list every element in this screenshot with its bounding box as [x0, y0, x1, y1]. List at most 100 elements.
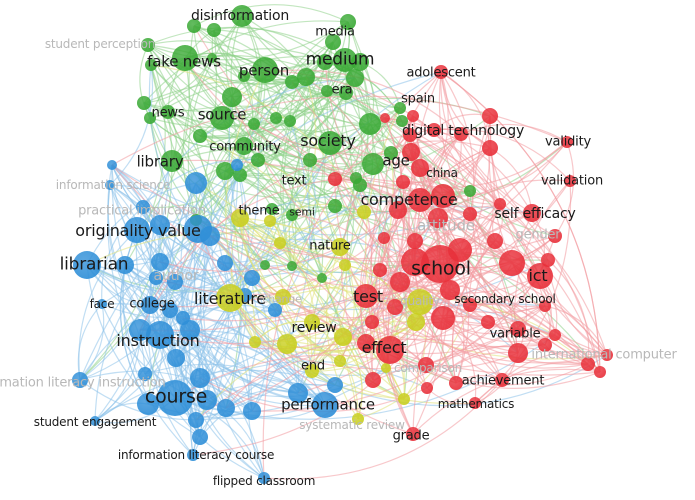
network-node-red[interactable]: [357, 334, 375, 352]
network-node-green[interactable]: [172, 45, 198, 71]
keyword-label-fake-news[interactable]: fake news: [147, 52, 221, 71]
network-node-red[interactable]: [378, 232, 390, 244]
network-node-red[interactable]: [564, 175, 576, 187]
network-node-blue[interactable]: [217, 255, 233, 271]
network-node-yellow[interactable]: [352, 413, 364, 425]
network-node-red[interactable]: [421, 382, 433, 394]
network-node-blue[interactable]: [327, 377, 343, 393]
network-node-yellow[interactable]: [231, 209, 249, 227]
network-node-yellow[interactable]: [275, 289, 291, 305]
network-node-blue[interactable]: [105, 180, 115, 190]
network-node-green[interactable]: [187, 19, 201, 33]
network-node-yellow[interactable]: [216, 284, 244, 312]
network-node-blue[interactable]: [188, 412, 204, 428]
network-node-red[interactable]: [431, 184, 455, 208]
network-node-red[interactable]: [403, 128, 417, 142]
keyword-label-systematic-review[interactable]: systematic review: [299, 418, 405, 432]
network-node-blue[interactable]: [116, 256, 134, 274]
network-node-yellow[interactable]: [277, 334, 297, 354]
keyword-label-course[interactable]: course: [144, 385, 208, 408]
network-node-green[interactable]: [144, 112, 156, 124]
keyword-label-test[interactable]: test: [353, 287, 383, 306]
keyword-label-end[interactable]: end: [301, 358, 325, 374]
keyword-label-spain[interactable]: spain: [401, 91, 435, 107]
network-node-green[interactable]: [252, 57, 278, 83]
keyword-label-mathematics[interactable]: mathematics: [437, 397, 515, 411]
keyword-label-theme[interactable]: theme: [238, 203, 280, 219]
network-node-red[interactable]: [411, 159, 429, 177]
network-node-red[interactable]: [427, 123, 441, 137]
keyword-label-instruction[interactable]: instruction: [116, 331, 200, 350]
network-node-green[interactable]: [328, 199, 342, 213]
keyword-label-flipped-classroom[interactable]: flipped classroom: [212, 474, 316, 488]
network-node-yellow[interactable]: [357, 205, 371, 219]
keyword-label-competence[interactable]: competence: [360, 190, 458, 209]
network-node-blue[interactable]: [192, 429, 208, 445]
network-node-green[interactable]: [464, 185, 476, 197]
network-node-red[interactable]: [601, 349, 613, 361]
network-node-blue[interactable]: [167, 349, 185, 367]
network-node-yellow[interactable]: [249, 336, 261, 348]
network-node-red[interactable]: [434, 65, 448, 79]
keyword-label-effect[interactable]: effect: [361, 338, 407, 357]
network-node-green[interactable]: [251, 153, 265, 167]
keyword-label-performance[interactable]: performance: [281, 395, 375, 414]
network-node-yellow[interactable]: [398, 393, 410, 405]
network-node-blue[interactable]: [190, 368, 210, 388]
network-node-blue[interactable]: [197, 390, 217, 410]
network-node-green[interactable]: [248, 118, 260, 130]
network-node-red[interactable]: [354, 284, 378, 308]
network-node-blue[interactable]: [243, 402, 261, 420]
network-node-blue[interactable]: [149, 271, 163, 285]
keyword-label-text[interactable]: text: [281, 173, 307, 189]
keyword-label-adolescent[interactable]: adolescent: [406, 65, 476, 81]
network-node-blue[interactable]: [185, 172, 207, 194]
network-node-red[interactable]: [440, 280, 460, 300]
network-node-green[interactable]: [260, 260, 270, 270]
network-node-green[interactable]: [266, 203, 278, 215]
keyword-label-secondary-school[interactable]: secondary school: [454, 292, 556, 306]
keyword-label-change[interactable]: change: [262, 292, 302, 306]
keyword-label-author[interactable]: author: [153, 268, 199, 284]
keyword-label-self-efficacy[interactable]: self efficacy: [494, 206, 576, 222]
network-node-green[interactable]: [145, 59, 157, 71]
network-node-red[interactable]: [561, 136, 573, 148]
network-node-blue[interactable]: [157, 380, 193, 416]
network-node-red[interactable]: [549, 329, 561, 341]
keyword-label-review[interactable]: review: [291, 320, 337, 336]
network-node-green[interactable]: [394, 102, 406, 114]
network-node-blue[interactable]: [151, 253, 169, 271]
network-node-red[interactable]: [510, 321, 526, 337]
network-node-green[interactable]: [340, 14, 356, 30]
keyword-label-information-science[interactable]: information science: [55, 178, 171, 192]
keyword-label-practical-implication[interactable]: practical implication: [78, 203, 206, 219]
keyword-label-information-literacy-course[interactable]: information literacy course: [117, 448, 275, 462]
network-node-green[interactable]: [384, 146, 398, 160]
network-node-blue[interactable]: [258, 472, 270, 484]
network-node-red[interactable]: [396, 175, 410, 189]
keyword-label-community[interactable]: community: [209, 139, 281, 155]
network-node-green[interactable]: [222, 87, 242, 107]
network-node-yellow[interactable]: [331, 238, 349, 256]
network-node-red[interactable]: [428, 208, 448, 228]
network-node-red[interactable]: [448, 238, 472, 262]
network-node-red[interactable]: [389, 201, 407, 219]
network-node-red[interactable]: [328, 172, 342, 186]
network-node-red[interactable]: [406, 427, 420, 441]
keyword-label-library[interactable]: library: [136, 152, 184, 171]
network-node-red[interactable]: [407, 233, 423, 249]
network-node-green[interactable]: [216, 162, 234, 180]
network-node-green[interactable]: [207, 23, 221, 37]
keyword-label-source[interactable]: source: [197, 105, 247, 124]
keyword-label-china[interactable]: china: [426, 166, 458, 180]
network-node-yellow[interactable]: [381, 363, 391, 373]
network-node-yellow[interactable]: [264, 215, 276, 227]
network-node-green[interactable]: [141, 38, 155, 52]
network-node-red[interactable]: [527, 263, 553, 289]
keyword-label-college[interactable]: college: [129, 296, 175, 312]
network-node-blue[interactable]: [150, 215, 170, 235]
network-node-green[interactable]: [317, 273, 327, 283]
network-node-green[interactable]: [270, 112, 282, 124]
network-node-red[interactable]: [541, 253, 555, 267]
